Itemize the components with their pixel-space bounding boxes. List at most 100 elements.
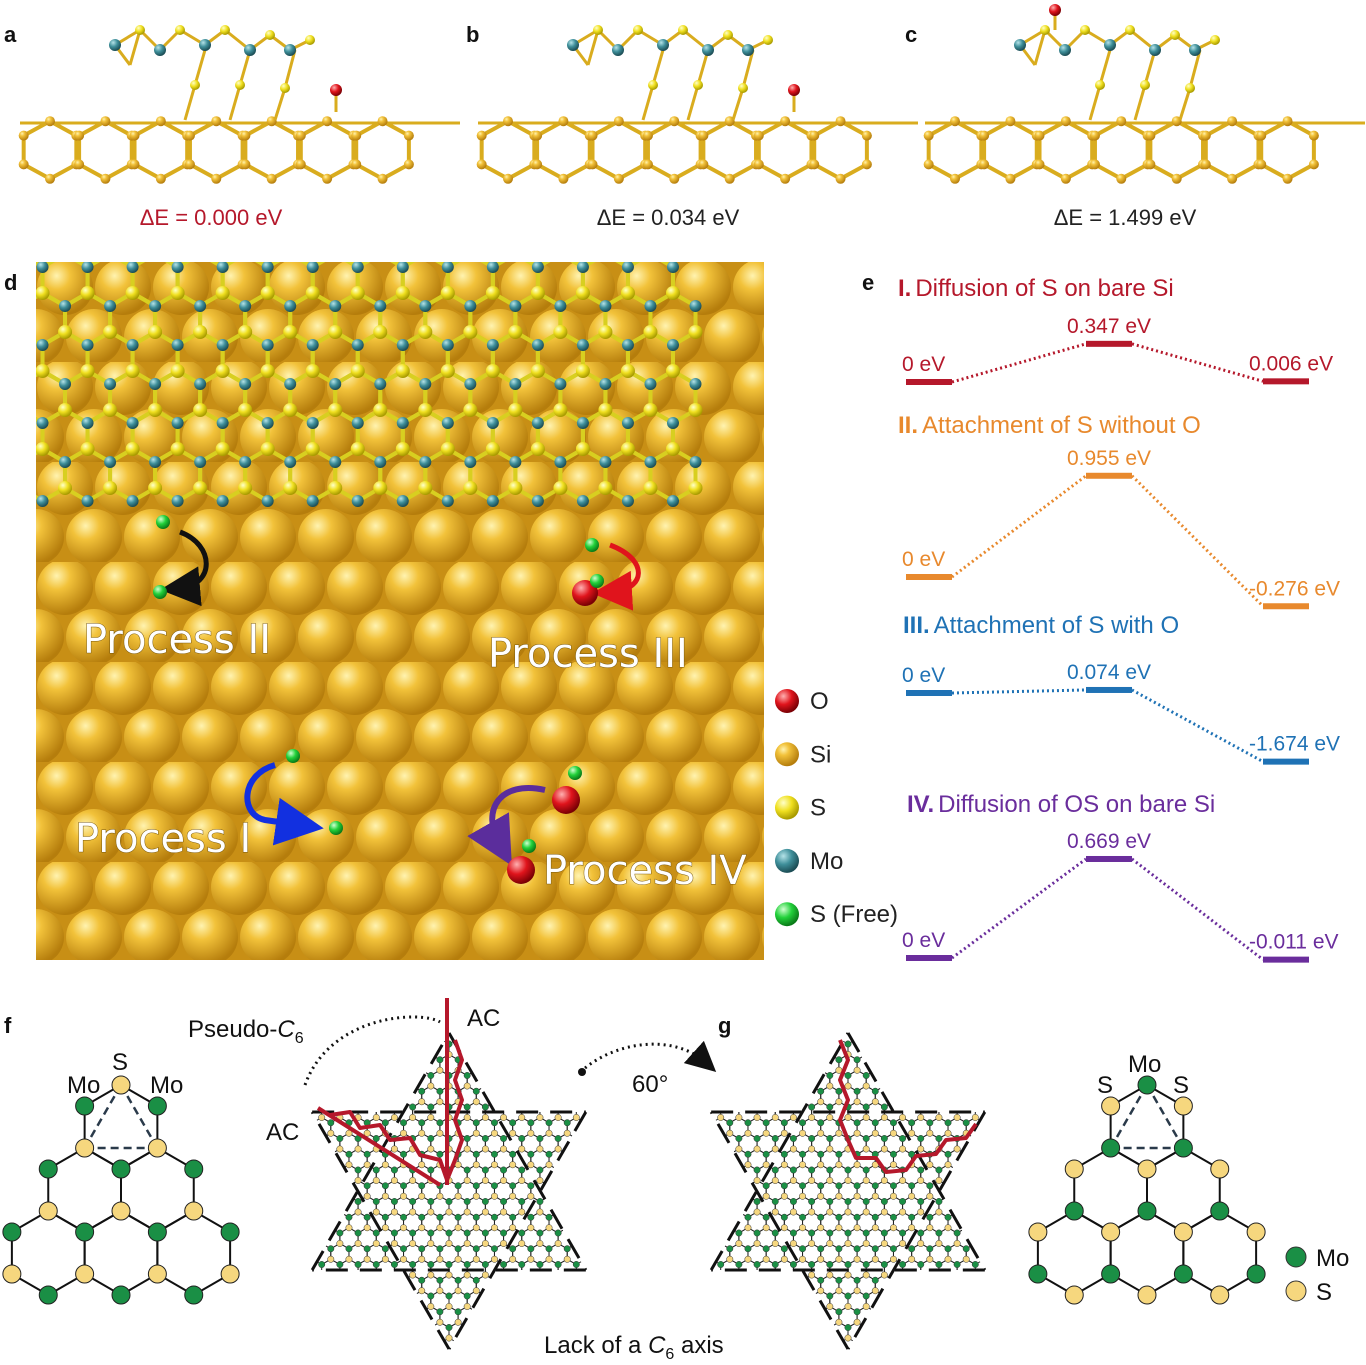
s-atom [345,1287,353,1295]
si-atom [184,130,195,141]
lattice-bond [548,1101,559,1108]
s-atom [400,1192,407,1200]
s-atom [291,1225,297,1231]
mo-atom [481,1261,489,1268]
lattice-bond [820,1038,831,1045]
mo-atom [581,1150,586,1158]
s-atom [445,1240,453,1247]
s-atom [354,1208,362,1216]
lattice-bond [720,1211,731,1218]
lattice-bond [394,1038,404,1045]
lattice-bond [512,1038,522,1045]
mo-atom [509,1087,517,1095]
energy-level-bar [906,690,952,696]
mo-atom [300,1230,306,1236]
lattice-bond [585,1211,586,1218]
lattice-bond [421,1337,432,1344]
lattice-bond [348,1321,359,1328]
lattice-bond [557,1164,568,1171]
mo-atom [216,262,229,273]
s-atom [508,403,523,417]
s-atom [536,1271,544,1279]
lattice-bond [348,1054,359,1061]
lattice-bond [956,1290,967,1297]
si-atom [503,116,513,127]
s-atom [36,442,50,456]
panel-label-e: e [862,270,874,295]
lattice-bond [929,1054,940,1061]
lattice-bond [865,1038,876,1045]
s-atom [238,247,252,261]
mo-atom [545,1276,553,1284]
s-atom [440,286,455,300]
lattice-bond [557,1211,568,1218]
mo-atom [509,1308,517,1316]
s-atom [409,1303,417,1310]
s-atom [445,1208,453,1216]
lattice-bond [775,1101,785,1108]
lattice-bond [366,1054,377,1061]
mo-atom [486,339,499,351]
s-atom [598,481,613,495]
mo-atom [327,1213,335,1221]
mo-atom [509,1182,517,1190]
si-atom [45,173,55,184]
mo-atom [689,378,702,390]
mo-atom [554,1072,562,1079]
mo-atom [171,417,184,429]
lattice-bond [929,1290,940,1297]
mo-atom [327,1245,335,1253]
s-atom [372,1240,380,1247]
lattice-bond [385,1054,395,1061]
mo-atom [194,456,207,468]
lattice-bond [385,1085,395,1092]
lattice-bond [312,1195,322,1202]
mo-atom [545,1213,553,1221]
lattice-bond [503,1038,513,1045]
s-atom [372,1051,380,1058]
energy-level-label: 0.955 eV [1067,447,1151,470]
s-atom [80,364,95,378]
s-atom [1101,1096,1121,1116]
s-atom [509,1192,517,1200]
lattice-bond [929,1069,940,1076]
lattice-bond [756,1101,767,1108]
mo-atom [518,1324,526,1331]
mo-atom [545,1182,553,1190]
mo-atom [491,1245,498,1253]
lattice-bond [920,1054,931,1061]
si-atom [476,130,487,141]
mo-s-bond [0,410,20,423]
lattice-bond [993,1212,1002,1217]
lattice-bond [348,1101,359,1108]
mo-atom [1101,1138,1121,1158]
mo-atom [390,1103,398,1111]
lattice-bond [738,1085,749,1092]
s-atom [125,442,140,456]
lattice-bond [403,1069,413,1076]
legend-swatch-4 [775,902,799,927]
si-bond [507,162,536,181]
lattice-bond [412,1306,422,1313]
s-atom [350,364,365,378]
s-atom [305,35,315,45]
lattice-bond [984,1227,985,1234]
lattice-bond [720,1148,731,1155]
mo-atom [329,456,342,468]
mo-atom [436,1276,444,1284]
s-atom [554,1208,562,1216]
s-atom [220,1264,240,1284]
lattice-bond [720,1211,731,1218]
lattice-bond [385,1274,395,1281]
s-atom [508,247,522,261]
honeycomb-lattice [711,1035,1002,1347]
lattice-bond [503,1101,513,1108]
lattice-bond [884,1069,894,1076]
lattice-bond [321,1211,332,1218]
lattice-bond [711,1148,721,1155]
s-atom [463,1208,471,1216]
s-atom [327,1224,335,1232]
lattice-bond [312,1164,322,1171]
s-atom [400,1129,407,1137]
s-atom [305,286,320,300]
